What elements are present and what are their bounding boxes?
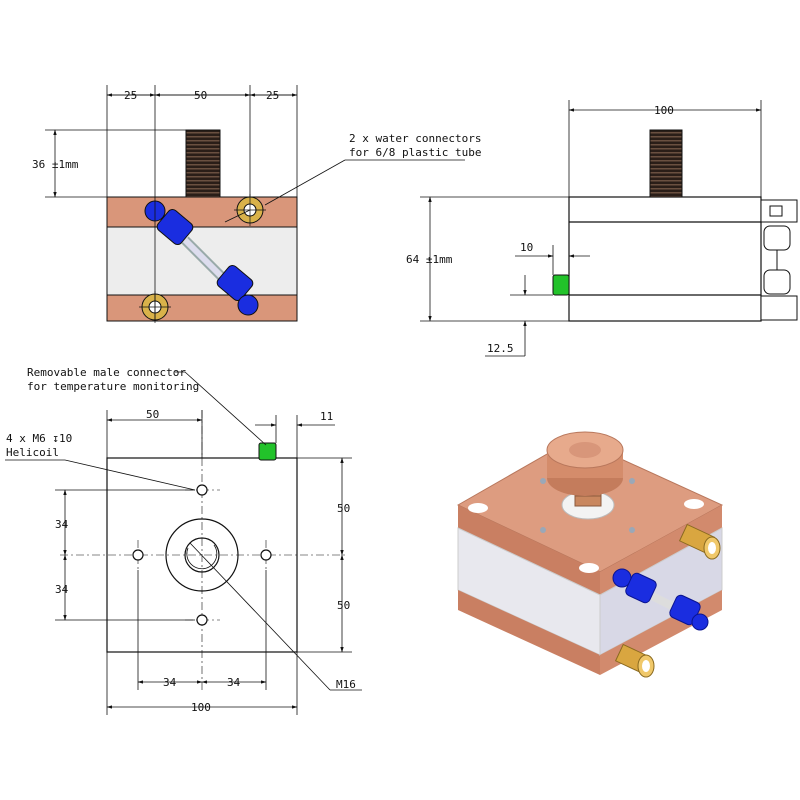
dim-side-height: 64 ±1mm [406,253,453,266]
dim-front-50: 50 [194,89,207,102]
threaded-stud [185,129,221,198]
dim-right-50-lower: 50 [337,599,350,612]
temperature-sensor-icon [258,442,277,461]
dim-front-25-left: 25 [124,89,137,102]
dim-side-100: 100 [654,104,674,117]
m6-holes-note-line2: Helicoil [6,446,59,459]
dim-left-34-upper: 34 [55,518,69,531]
m16-thread-icon [165,518,239,592]
dim-top-11: 11 [320,410,333,423]
threaded-stud [649,129,683,198]
dim-top-50: 50 [146,408,159,421]
dim-right-50-upper: 50 [337,502,350,515]
dim-bottom-34-right: 34 [227,676,241,689]
blue-connector-icon [144,200,259,316]
male-connector-note-line1: Removable male connector [27,366,186,379]
water-connector-note-line2: for 6/8 plastic tube [349,146,481,159]
dim-side-12-5: 12.5 [487,342,514,355]
male-connector-note-line2: for temperature monitoring [27,380,199,393]
m6-hole-icon [196,614,208,626]
dim-front-height: 36 ±1mm [32,158,79,171]
dim-bottom-34-left: 34 [163,676,177,689]
m6-hole-icon [196,484,208,496]
blue-connector-icon [612,568,709,631]
thread-m16-label: M16 [336,678,356,691]
side-connector-icon [760,199,798,321]
brass-fitting-icon [678,523,721,560]
isometric-view [456,431,724,678]
m6-hole-icon [260,549,272,561]
dim-left-34-lower: 34 [55,583,69,596]
water-connector-note-line1: 2 x water connectors [349,132,481,145]
top-view [5,371,362,715]
temperature-sensor-icon [552,274,570,296]
m6-holes-note-line1: 4 x M6 ↧10 [6,432,72,445]
side-view [420,100,798,357]
dim-side-10: 10 [520,241,533,254]
brass-fitting-icon [614,643,655,678]
m6-hole-icon [132,549,144,561]
dim-bottom-100: 100 [191,701,211,714]
dim-front-25-right: 25 [266,89,279,102]
front-view [45,85,465,323]
